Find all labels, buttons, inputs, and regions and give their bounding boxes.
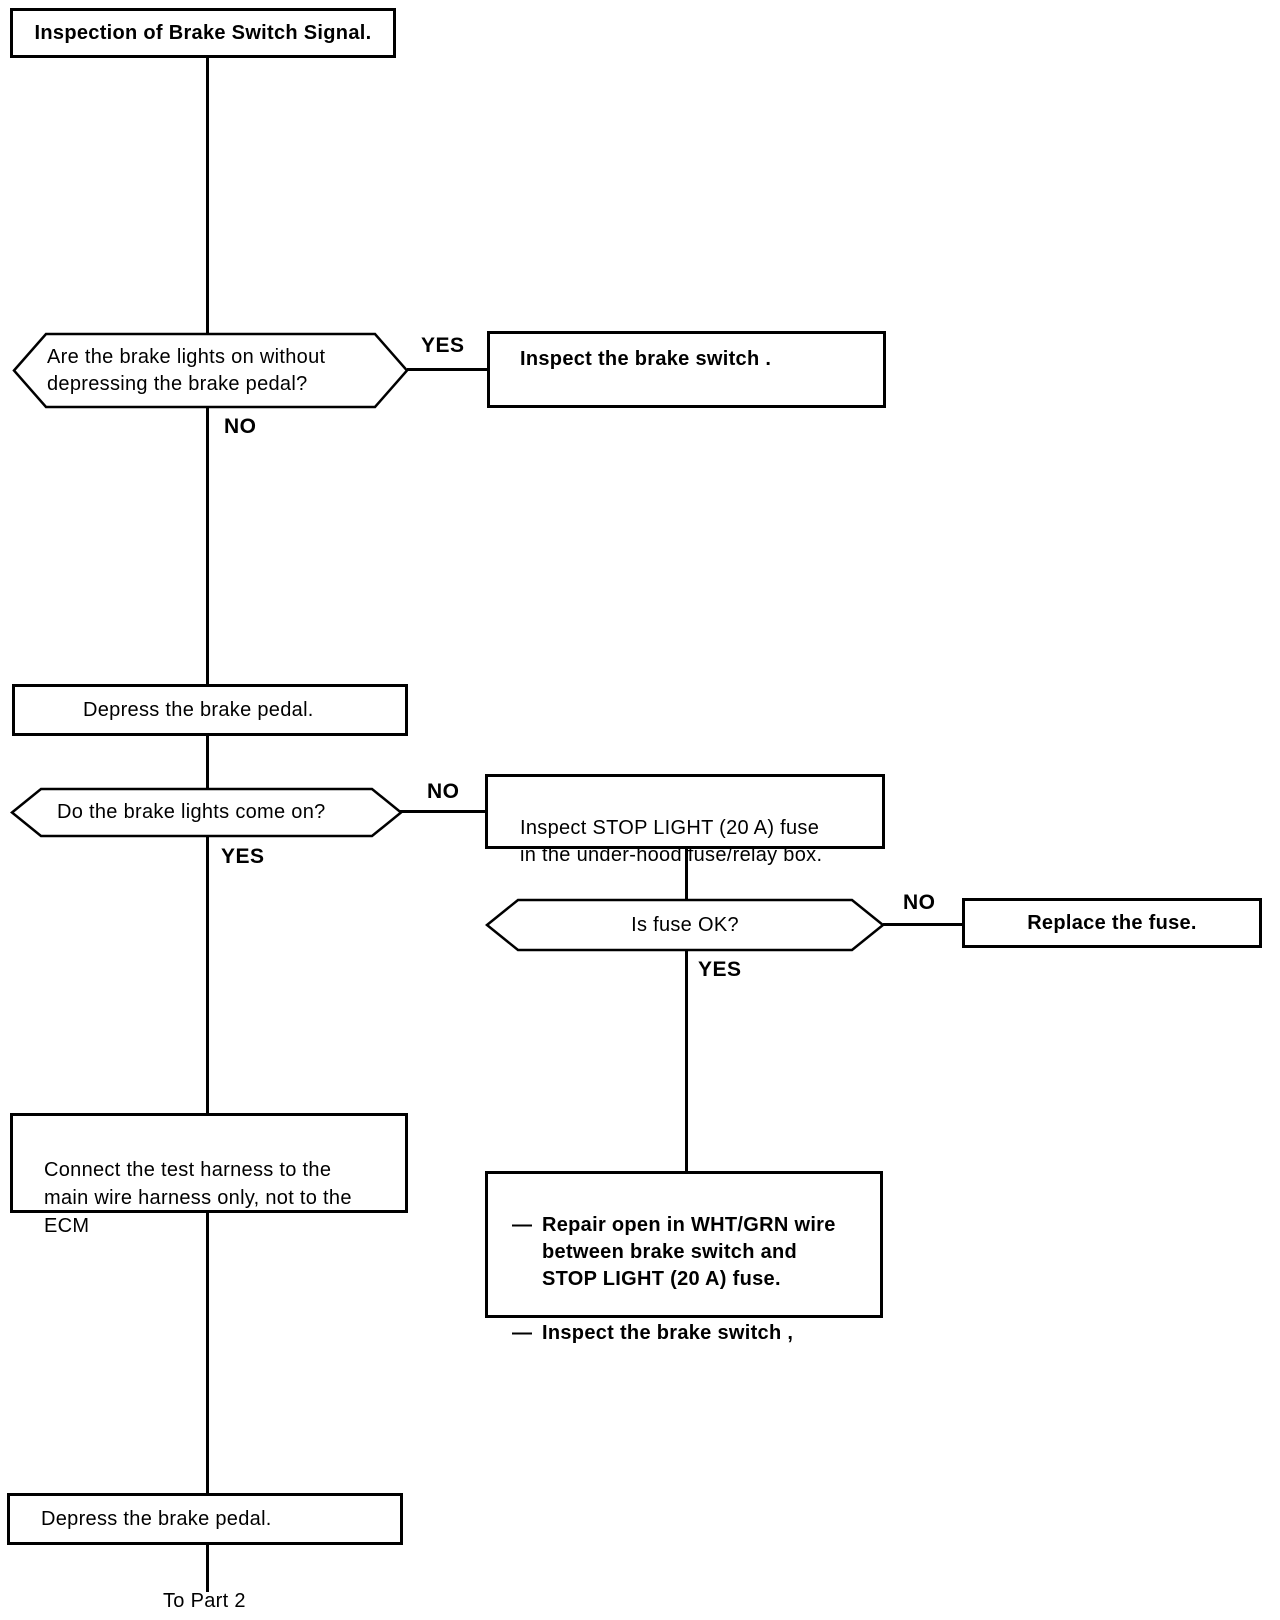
edge-label-no-2: NO [427, 780, 460, 803]
node-depress-pedal-2-label: Depress the brake pedal. [41, 1507, 272, 1530]
edge-label-yes-2: YES [221, 845, 265, 868]
connector-q1-no [206, 407, 209, 686]
connector-depress1-to-q2 [206, 736, 209, 789]
node-start-label: Inspection of Brake Switch Signal. [34, 21, 372, 44]
node-repair-open-wire: — Repair open in WHT/GRN wire between br… [485, 1171, 883, 1344]
node-depress-pedal-1: Depress the brake pedal. [12, 684, 408, 736]
connector-connect-to-depress2 [206, 1213, 209, 1493]
decision-is-fuse-ok-label: Is fuse OK? [631, 913, 739, 936]
connector-q2-no [400, 810, 485, 813]
edge-label-no-3: NO [903, 891, 936, 914]
to-part-2-label: To Part 2 [163, 1590, 246, 1612]
repair-item-1: — Repair open in WHT/GRN wire between br… [512, 1212, 868, 1293]
decision-brake-lights-come-on: Do the brake lights come on? [10, 787, 403, 838]
hexagon-shape [12, 332, 409, 409]
decision-is-fuse-ok: Is fuse OK? [485, 898, 885, 952]
node-depress-pedal-1-label: Depress the brake pedal. [83, 698, 314, 721]
decision-brake-lights-on-without-depressing: Are the brake lights on without depressi… [12, 332, 409, 409]
node-connect-test-harness: Connect the test harness to the main wir… [10, 1113, 408, 1237]
connector-q1-yes [407, 368, 487, 371]
node-inspect-brake-switch: Inspect the brake switch . [487, 331, 886, 408]
repair-item-2-text: Inspect the brake switch , [542, 1322, 794, 1344]
dash-bullet: — [512, 1214, 533, 1236]
node-depress-pedal-2: Depress the brake pedal. [7, 1493, 403, 1545]
node-replace-fuse: Replace the fuse. [962, 898, 1262, 948]
node-inspect-brake-switch-label: Inspect the brake switch . [520, 348, 772, 370]
node-start: Inspection of Brake Switch Signal. [10, 8, 396, 58]
repair-item-1-text: Repair open in WHT/GRN wire between brak… [542, 1214, 836, 1290]
dash-bullet: — [512, 1322, 533, 1344]
edge-label-no-1: NO [224, 415, 257, 438]
node-replace-fuse-label: Replace the fuse. [1027, 911, 1197, 934]
decision-brake-lights-come-on-label: Do the brake lights come on? [57, 801, 326, 823]
hexagon-shape [485, 898, 885, 952]
connector-q2-yes [206, 836, 209, 1113]
connector-fusebox-to-q3 [685, 847, 688, 900]
node-inspect-stop-light-fuse-label: Inspect STOP LIGHT (20 A) fuse in the un… [520, 817, 823, 866]
connector-q3-no [883, 923, 962, 926]
node-connect-test-harness-label: Connect the test harness to the main wir… [44, 1159, 352, 1237]
connector-q3-yes [685, 950, 688, 1171]
edge-label-yes-1: YES [421, 334, 465, 357]
repair-item-2: — Inspect the brake switch , [512, 1320, 868, 1347]
edge-label-yes-3: YES [698, 958, 742, 981]
connector-start-to-q1 [206, 58, 209, 334]
hexagon-shape [10, 787, 403, 838]
node-inspect-stop-light-fuse: Inspect STOP LIGHT (20 A) fuse in the un… [485, 774, 885, 866]
connector-to-part2 [206, 1545, 209, 1592]
decision-brake-lights-on-label: Are the brake lights on without depressi… [47, 345, 326, 395]
